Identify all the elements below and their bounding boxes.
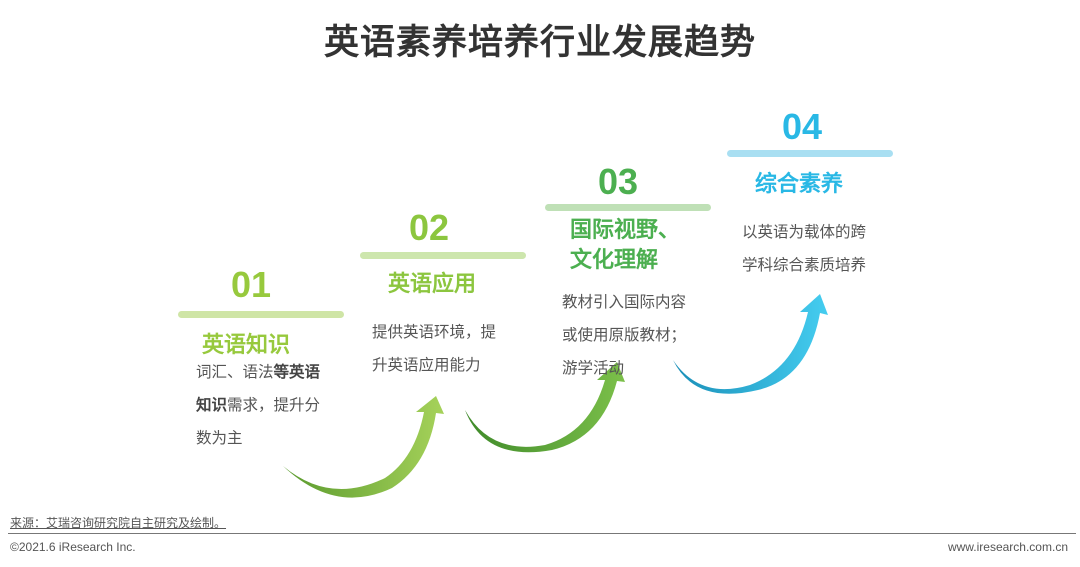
step-2-bar [360,252,526,259]
arrow-2-to-3 [465,362,625,453]
step-1-description: 词汇、语法等英语 知识需求，提升分 数为主 [196,356,356,455]
step-4-bar [727,150,893,157]
heading-line: 国际视野、 [570,218,681,243]
step-3-bar [545,204,711,211]
desc-line: 提供英语环境，提 [372,323,497,341]
desc-line: 游学活动 [562,359,625,377]
arrow-1-to-2 [283,396,444,498]
desc-bold: 等英语 [273,363,321,381]
step-2-description: 提供英语环境，提 升英语应用能力 [372,316,496,382]
step-3-description: 教材引入国际内容 或使用原版教材； 游学活动 [562,286,686,385]
copyright: ©2021.6 iResearch Inc. [10,540,136,554]
source-note: 来源：艾瑞咨询研究院自主研究及绘制。 [10,516,227,530]
desc-line: 以英语为载体的跨 [742,223,867,241]
step-4-number: 04 [781,106,823,147]
step-4-description: 以英语为载体的跨 学科综合素质培养 [742,216,866,282]
desc-bold: 知识 [196,396,228,414]
step-4-heading: 综合素养 [755,172,844,197]
footer-divider [8,533,1076,534]
step-3-heading: 国际视野、 文化理解 [570,216,680,276]
website-link[interactable]: www.iresearch.com.cn [947,540,1068,554]
page-title: 英语素养培养行业发展趋势 [323,23,756,63]
step-2-heading: 英语应用 [388,272,477,297]
step-1-bar [178,311,344,318]
desc-line: 升英语应用能力 [372,356,481,374]
arrow-3-to-4 [673,294,828,394]
step-3-number: 03 [597,161,639,202]
desc-text: 词汇、语法 [196,363,274,381]
step-2-number: 02 [408,207,450,248]
desc-text: 数为主 [196,429,243,447]
desc-line: 或使用原版教材； [562,326,687,344]
step-1-number: 01 [230,264,272,305]
step-1-heading: 英语知识 [202,333,291,358]
desc-text: 需求，提升分 [227,396,321,414]
heading-line: 文化理解 [570,248,659,273]
desc-line: 学科综合素质培养 [742,256,867,274]
desc-line: 教材引入国际内容 [562,293,687,311]
